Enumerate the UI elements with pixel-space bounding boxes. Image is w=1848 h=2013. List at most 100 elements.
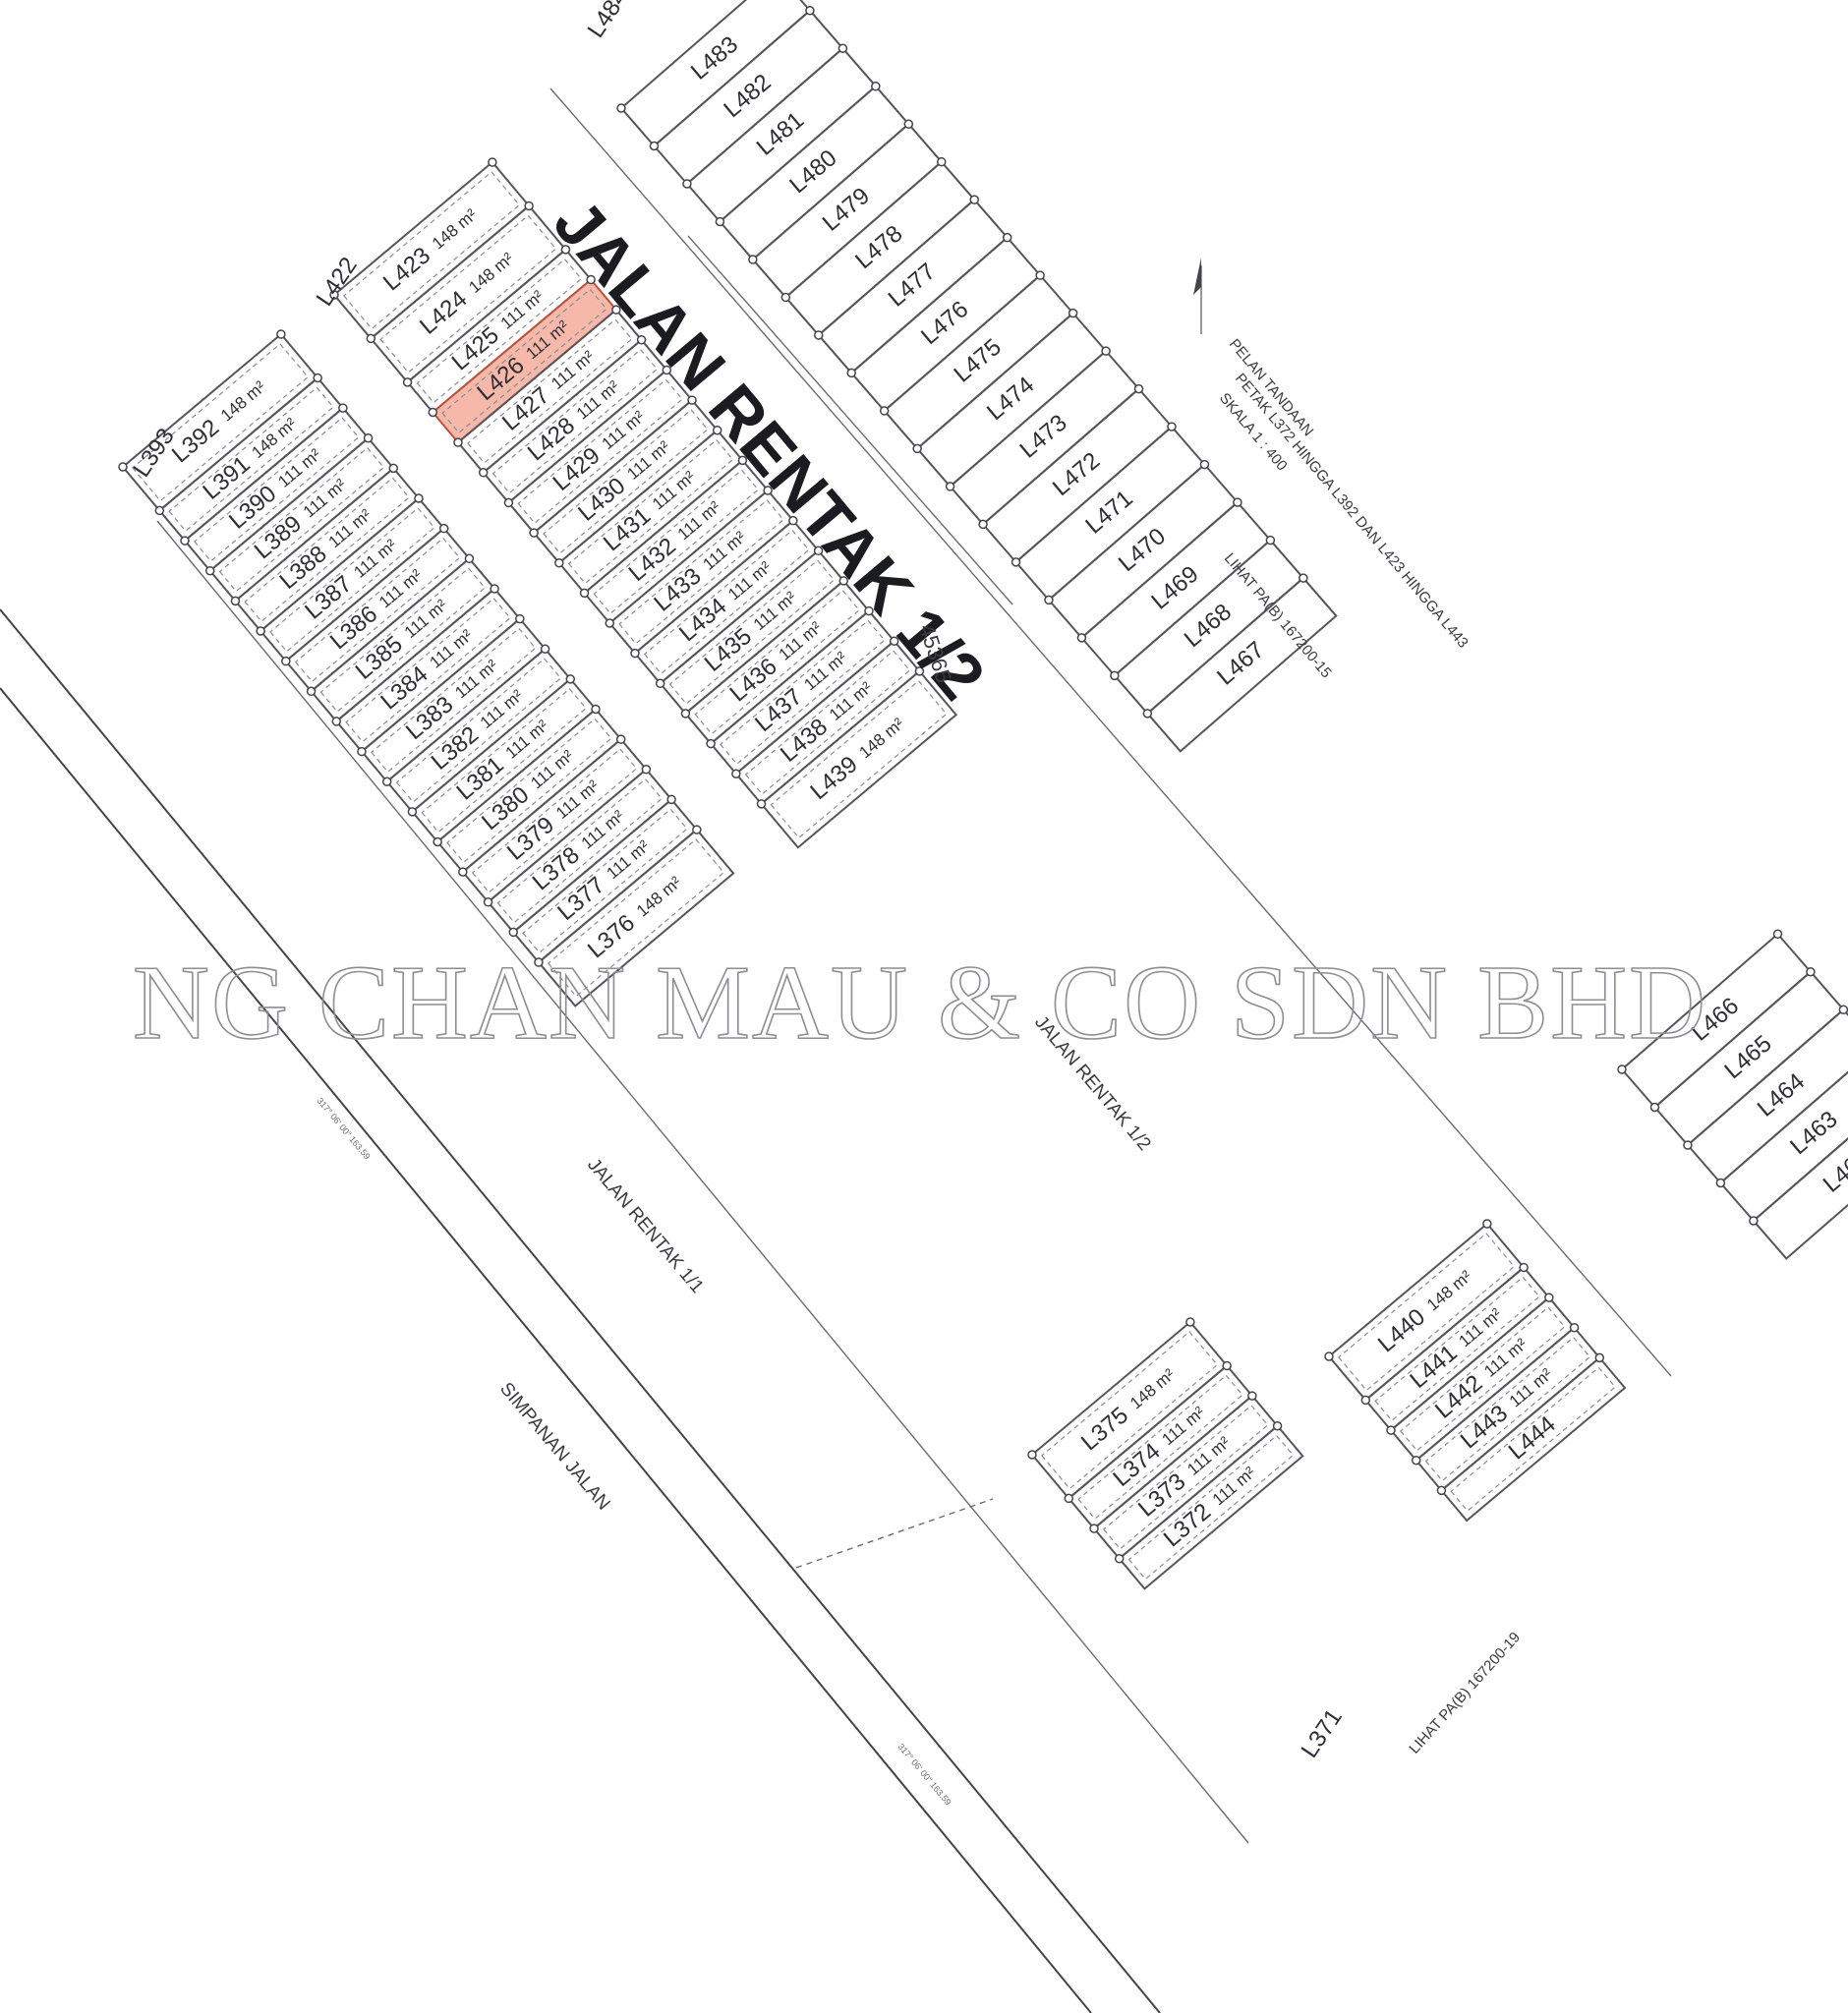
lot-number: L463	[1785, 1106, 1842, 1160]
survey-vertex	[1749, 1216, 1759, 1226]
survey-vertex	[666, 794, 676, 805]
lot-label: L469	[1147, 561, 1204, 615]
survey-vertex	[641, 765, 652, 775]
survey-vertex	[363, 432, 374, 443]
survey-vertex	[204, 565, 215, 576]
survey-vertex	[846, 368, 856, 378]
survey-vertex	[692, 825, 702, 834]
survey-vertex	[813, 546, 824, 556]
lot-building-line	[343, 171, 521, 330]
survey-vertex	[402, 377, 413, 387]
survey-vertex	[1199, 459, 1210, 470]
survey-vertex	[1233, 497, 1242, 507]
lot-label: L465	[1720, 1030, 1777, 1084]
lot-number: L481	[752, 107, 809, 161]
lot-number: L473	[1015, 410, 1072, 464]
traverse-dashed-line	[795, 1498, 994, 1569]
survey-vertex	[560, 245, 571, 255]
lot-number: L480	[784, 144, 841, 199]
survey-vertex	[591, 704, 601, 715]
survey-vertex	[230, 596, 241, 606]
lot-outline	[760, 669, 958, 849]
survey-vertex	[433, 836, 442, 847]
survey-vertex	[579, 588, 590, 599]
lot-number: L471	[1081, 486, 1138, 540]
lot-outline	[537, 828, 735, 1007]
survey-vertex	[1683, 1140, 1693, 1150]
survey-vertex	[945, 482, 955, 491]
survey-vertex	[1110, 670, 1120, 681]
survey-vertex	[1594, 1352, 1605, 1363]
survey-vertex	[1114, 1553, 1125, 1564]
survey-vertex	[554, 557, 564, 568]
survey-vertex	[276, 329, 286, 339]
lot-outline	[1440, 1355, 1627, 1523]
survey-vertex	[1133, 383, 1144, 394]
lot-ref-l484: L484	[583, 0, 634, 42]
survey-vertex	[453, 437, 463, 447]
lot-label: L464	[1753, 1068, 1810, 1122]
survey-vertex	[814, 330, 824, 340]
survey-vertex	[978, 519, 988, 530]
survey-vertex	[706, 738, 716, 749]
survey-vertex	[969, 195, 979, 204]
lot-outline	[1752, 1137, 1848, 1260]
lot-building-line	[379, 214, 557, 374]
survey-vertex	[586, 274, 596, 285]
survey-vertex	[488, 157, 497, 167]
survey-vertex	[649, 141, 660, 151]
survey-vertex	[508, 927, 518, 938]
lot-label: L483	[686, 31, 743, 86]
lot-label: L475	[950, 334, 1007, 388]
lot-label: L480	[784, 144, 841, 199]
lot-number: L470	[1114, 523, 1171, 577]
survey-vertex	[1569, 1322, 1580, 1333]
lot-number: L478	[850, 220, 907, 274]
survey-vertex	[1044, 595, 1054, 605]
survey-vertex	[611, 305, 621, 315]
survey-vertex	[636, 335, 647, 345]
survey-vertex	[680, 709, 691, 719]
lot-area: 148 m²	[466, 250, 518, 298]
lot-label: L472	[1048, 447, 1105, 501]
lot-area: 148 m²	[1126, 1365, 1179, 1413]
survey-vertex	[118, 462, 128, 472]
survey-vertex	[1649, 1102, 1660, 1113]
survey-vertex	[756, 799, 767, 809]
survey-vertex	[712, 425, 722, 435]
lot-area: 148 m²	[1423, 1267, 1475, 1315]
lot-label: L467	[1212, 637, 1269, 691]
survey-vertex	[1838, 1005, 1848, 1014]
survey-vertex	[616, 103, 626, 113]
right-road-inner	[687, 235, 1013, 605]
survey-vertex	[1089, 1524, 1099, 1533]
survey-vertex	[329, 290, 339, 300]
road-lines	[0, 87, 1672, 2013]
lot-label: L474	[982, 372, 1039, 426]
lot-number: L464	[1753, 1068, 1810, 1122]
survey-vertex	[737, 455, 748, 466]
survey-vertex	[1142, 709, 1153, 719]
lot-number: L469	[1147, 561, 1204, 615]
survey-vertex	[381, 776, 392, 786]
survey-vertex	[1027, 1450, 1037, 1460]
survey-vertex	[1772, 929, 1783, 939]
lot-number: L468	[1180, 599, 1237, 653]
survey-vertex	[937, 156, 947, 167]
lot-area: 148 m²	[217, 377, 269, 426]
survey-vertex	[407, 807, 418, 817]
lot-label: L463	[1785, 1106, 1842, 1160]
survey-vertex	[281, 656, 291, 666]
survey-vertex	[565, 674, 576, 684]
lot-building-line	[547, 838, 725, 998]
survey-vertex	[338, 403, 348, 413]
survey-vertex	[1715, 1178, 1726, 1188]
survey-vertex	[788, 515, 798, 526]
survey-vertex	[256, 626, 265, 636]
survey-vertex	[838, 576, 849, 586]
lot-label: L479	[818, 183, 875, 237]
survey-vertex	[1806, 966, 1816, 977]
lot-area: 148 m²	[856, 715, 908, 763]
note-ref-bottom: LIHAT PA(B) 167200-19	[1406, 1629, 1524, 1756]
